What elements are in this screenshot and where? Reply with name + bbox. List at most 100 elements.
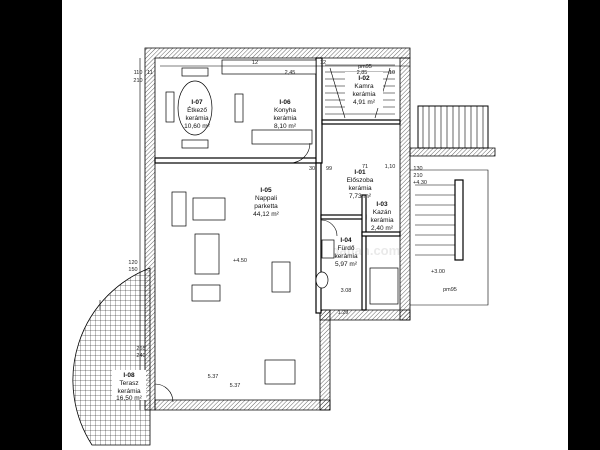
svg-text:kerámia: kerámia bbox=[117, 388, 141, 395]
room-label-eloszoba: I-01 Előszoba kerámia 7,73 m² bbox=[347, 169, 374, 200]
exterior-wall-south bbox=[154, 399, 331, 411]
svg-text:10,60 m²: 10,60 m² bbox=[184, 123, 210, 130]
dim-label: 10 bbox=[389, 70, 395, 76]
dim-label: 2,45 bbox=[285, 70, 296, 76]
exterior-wall-bath-south bbox=[319, 309, 411, 321]
svg-text:kerámia: kerámia bbox=[348, 185, 372, 192]
exterior-wall-east bbox=[399, 57, 411, 321]
washbasin bbox=[321, 239, 335, 259]
svg-text:Kazán: Kazán bbox=[373, 209, 392, 216]
dim-label: 1.29 bbox=[338, 310, 349, 316]
dim-label: 3.08 bbox=[341, 288, 352, 294]
svg-text:Étkező: Étkező bbox=[187, 105, 207, 114]
shower bbox=[369, 267, 399, 305]
coffee-table bbox=[194, 233, 220, 275]
dim-label: 99 bbox=[326, 166, 332, 172]
dim-label: 1,10 bbox=[385, 164, 396, 170]
dim-label: 210 bbox=[133, 78, 142, 84]
svg-text:2,40 m²: 2,40 m² bbox=[371, 225, 394, 232]
dimension-line-left bbox=[99, 58, 141, 410]
room-label-furdo: I-04 Fürdő kerámia 5,97 m² bbox=[334, 237, 358, 268]
kitchen-counter bbox=[234, 93, 244, 123]
wall-pantry-south bbox=[321, 119, 401, 125]
svg-text:7,73 m²: 7,73 m² bbox=[349, 193, 372, 200]
dining-chair bbox=[181, 139, 209, 149]
dim-label: 240 bbox=[136, 353, 145, 359]
fireplace bbox=[271, 261, 291, 293]
dim-label: 5.37 bbox=[208, 374, 219, 380]
svg-text:Fürdő: Fürdő bbox=[338, 245, 355, 252]
sofa bbox=[192, 197, 226, 221]
lounge-chair bbox=[264, 359, 296, 385]
room-label-etkezo: I-07 Étkező kerámia 10,60 m² bbox=[184, 99, 210, 130]
svg-text:5,97 m²: 5,97 m² bbox=[335, 261, 358, 268]
svg-text:44,12 m²: 44,12 m² bbox=[253, 211, 279, 218]
dining-chair bbox=[181, 67, 209, 77]
dim-label: +4.30 bbox=[413, 180, 427, 186]
exterior-wall-west-north bbox=[144, 47, 411, 411]
room-label-nappali: I-05 Nappali parketta 44,12 m² bbox=[253, 187, 279, 218]
svg-text:kerámia: kerámia bbox=[185, 115, 209, 122]
svg-text:I-05: I-05 bbox=[260, 187, 272, 194]
svg-text:Kamra: Kamra bbox=[354, 83, 374, 90]
svg-text:8,10 m²: 8,10 m² bbox=[274, 123, 297, 130]
svg-text:I-06: I-06 bbox=[279, 99, 291, 106]
svg-text:Előszoba: Előszoba bbox=[347, 177, 374, 184]
svg-text:Nappali: Nappali bbox=[255, 195, 277, 202]
dim-label: 5.37 bbox=[230, 383, 241, 389]
svg-text:I-08: I-08 bbox=[123, 372, 135, 379]
kitchen-upper-cabinet bbox=[221, 59, 317, 75]
svg-text:Konyha: Konyha bbox=[274, 107, 296, 114]
dining-table bbox=[177, 80, 213, 136]
dim-label: 30 bbox=[309, 166, 315, 172]
dim-label: 265 bbox=[136, 346, 145, 352]
svg-text:16,50 m²: 16,50 m² bbox=[116, 395, 142, 402]
external-stair-outline bbox=[410, 169, 489, 306]
svg-text:kerámia: kerámia bbox=[370, 217, 394, 224]
armchair bbox=[191, 284, 221, 302]
svg-text:I-02: I-02 bbox=[358, 75, 370, 82]
terrace-floor bbox=[72, 267, 151, 446]
wall-boiler-south bbox=[361, 231, 401, 237]
door-swing bbox=[154, 383, 174, 403]
dim-label: 150 bbox=[128, 267, 137, 273]
svg-text:I-03: I-03 bbox=[376, 201, 388, 208]
room-label-terasz: I-08 Terasz kerámia 16,50 m² bbox=[112, 370, 146, 402]
svg-text:I-07: I-07 bbox=[191, 99, 203, 106]
dim-label: 110 bbox=[134, 70, 143, 76]
exterior-wall-southeast bbox=[319, 309, 331, 411]
room-label-kazan: I-03 Kazán kerámia 2,40 m² bbox=[370, 201, 394, 232]
svg-text:kerámia: kerámia bbox=[273, 115, 297, 122]
dim-label: 71 bbox=[362, 164, 368, 170]
dim-label: 120 bbox=[128, 260, 137, 266]
room-label-konyha: I-06 Konyha kerámia 8,10 m² bbox=[273, 99, 297, 130]
dim-label: 12 bbox=[252, 60, 258, 66]
armchair bbox=[171, 191, 187, 227]
svg-text:I-01: I-01 bbox=[354, 169, 366, 176]
dim-label: pm95 bbox=[358, 64, 372, 70]
svg-text:kerámia: kerámia bbox=[352, 91, 376, 98]
watermark-text: ingatlan.com bbox=[320, 243, 400, 258]
dim-label: +4.50 bbox=[233, 258, 247, 264]
kitchen-unit bbox=[251, 129, 313, 145]
svg-text:kerámia: kerámia bbox=[334, 253, 358, 260]
svg-text:Terasz: Terasz bbox=[119, 380, 138, 387]
external-stair-steps bbox=[415, 184, 455, 256]
dim-label: 11 bbox=[147, 70, 153, 76]
external-stair-wall bbox=[454, 179, 464, 261]
door-swing bbox=[320, 219, 338, 237]
dim-label: +3.00 bbox=[431, 269, 445, 275]
room-label-kamra: I-02 Kamra kerámia 4,91 m² bbox=[345, 72, 383, 108]
toilet bbox=[315, 271, 329, 289]
wall-living-hall bbox=[315, 162, 322, 314]
svg-text:parketta: parketta bbox=[254, 203, 278, 210]
wall-bath-north bbox=[320, 214, 367, 220]
wall-boiler-west bbox=[361, 194, 367, 311]
svg-text:4,91 m²: 4,91 m² bbox=[353, 99, 376, 106]
dim-label: 12 bbox=[320, 60, 326, 66]
door-swing bbox=[289, 142, 311, 164]
dim-label: 2,85 bbox=[357, 70, 368, 76]
balcony-railing bbox=[417, 105, 489, 149]
wall-kitchen-pantry bbox=[315, 57, 323, 164]
